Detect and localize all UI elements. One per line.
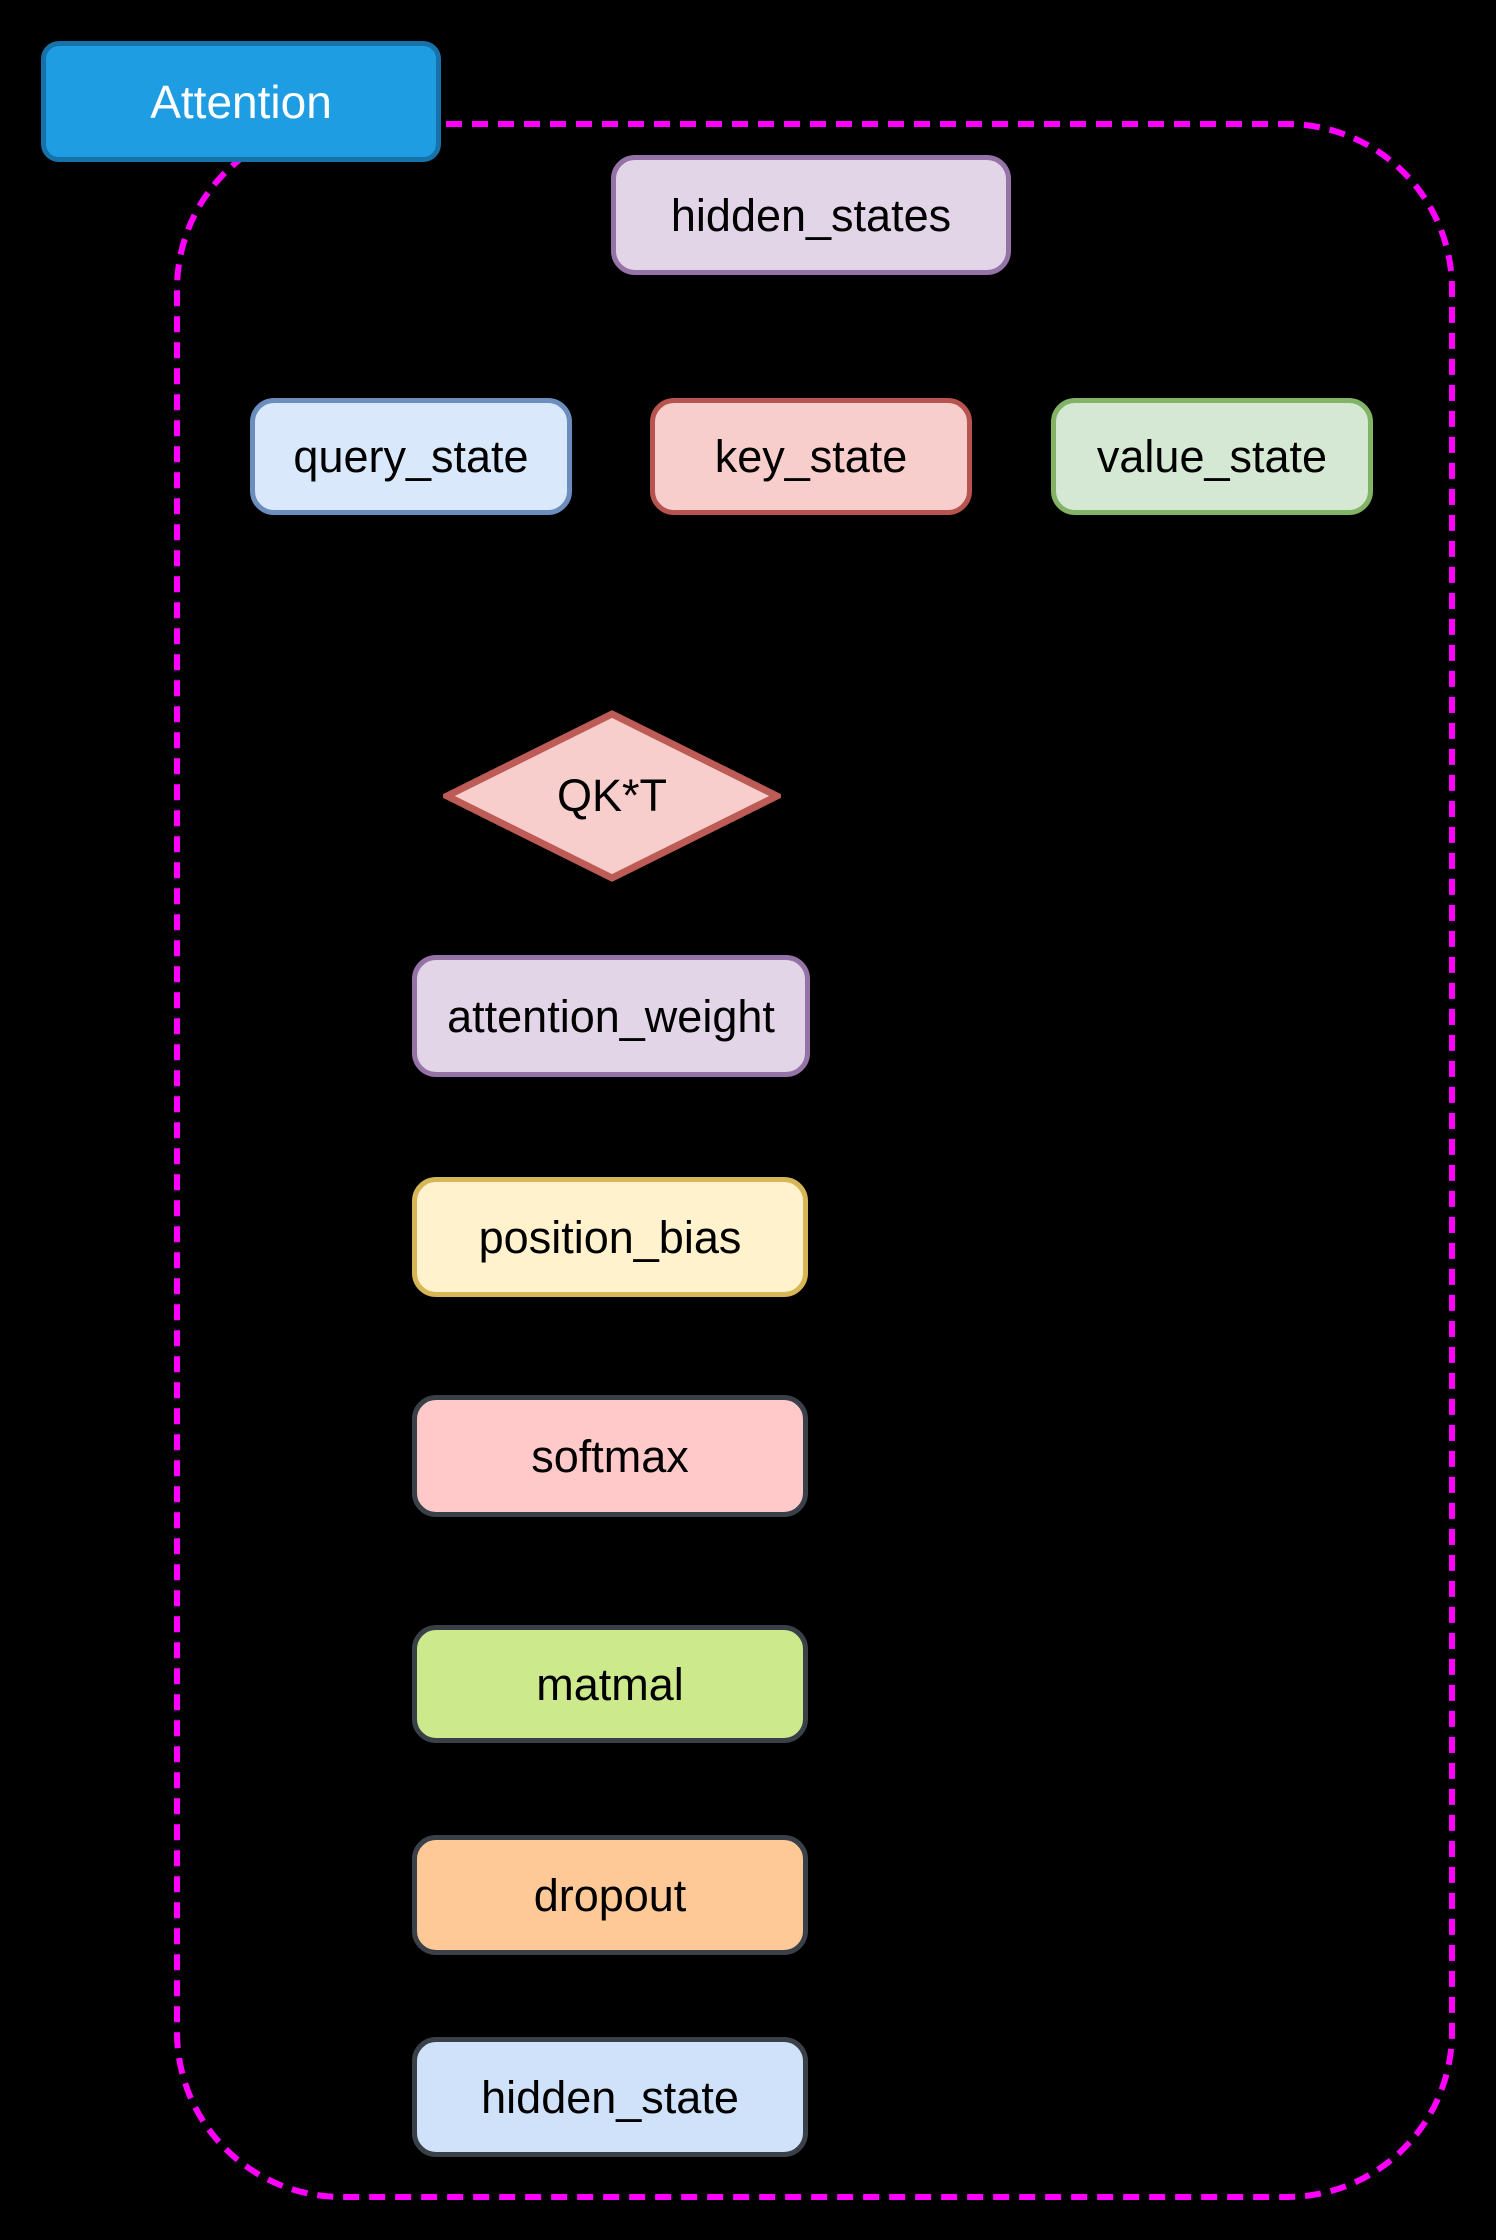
node-query-state-label: query_state (293, 431, 529, 482)
attention-group-title: Attention (41, 41, 441, 162)
node-qkt: QK*T (443, 710, 781, 882)
attention-group-title-label: Attention (150, 75, 332, 128)
node-hidden-states: hidden_states (611, 155, 1011, 275)
node-attention-weight: attention_weight (412, 955, 810, 1077)
node-value-state-label: value_state (1096, 431, 1328, 482)
node-query-state: query_state (250, 398, 572, 515)
node-position-bias-label: position_bias (478, 1211, 742, 1263)
node-dropout: dropout (412, 1835, 808, 1955)
node-attention-weight-label: attention_weight (447, 990, 775, 1042)
qkt-diamond-shape (443, 710, 781, 882)
node-matmal: matmal (412, 1625, 808, 1743)
node-hidden-states-label: hidden_states (670, 189, 952, 241)
node-value-state: value_state (1051, 398, 1373, 515)
node-softmax-label: softmax (531, 1430, 689, 1482)
node-softmax: softmax (412, 1395, 808, 1517)
node-dropout-label: dropout (533, 1869, 687, 1921)
node-hidden-state-label: hidden_state (481, 2071, 739, 2123)
node-position-bias: position_bias (412, 1177, 808, 1297)
node-key-state: key_state (650, 398, 972, 515)
node-qkt-label: QK*T (556, 770, 668, 821)
node-hidden-state: hidden_state (412, 2037, 808, 2157)
qkt-diamond-polygon (443, 710, 781, 882)
node-matmal-label: matmal (536, 1658, 684, 1710)
node-key-state-label: key_state (714, 431, 908, 482)
